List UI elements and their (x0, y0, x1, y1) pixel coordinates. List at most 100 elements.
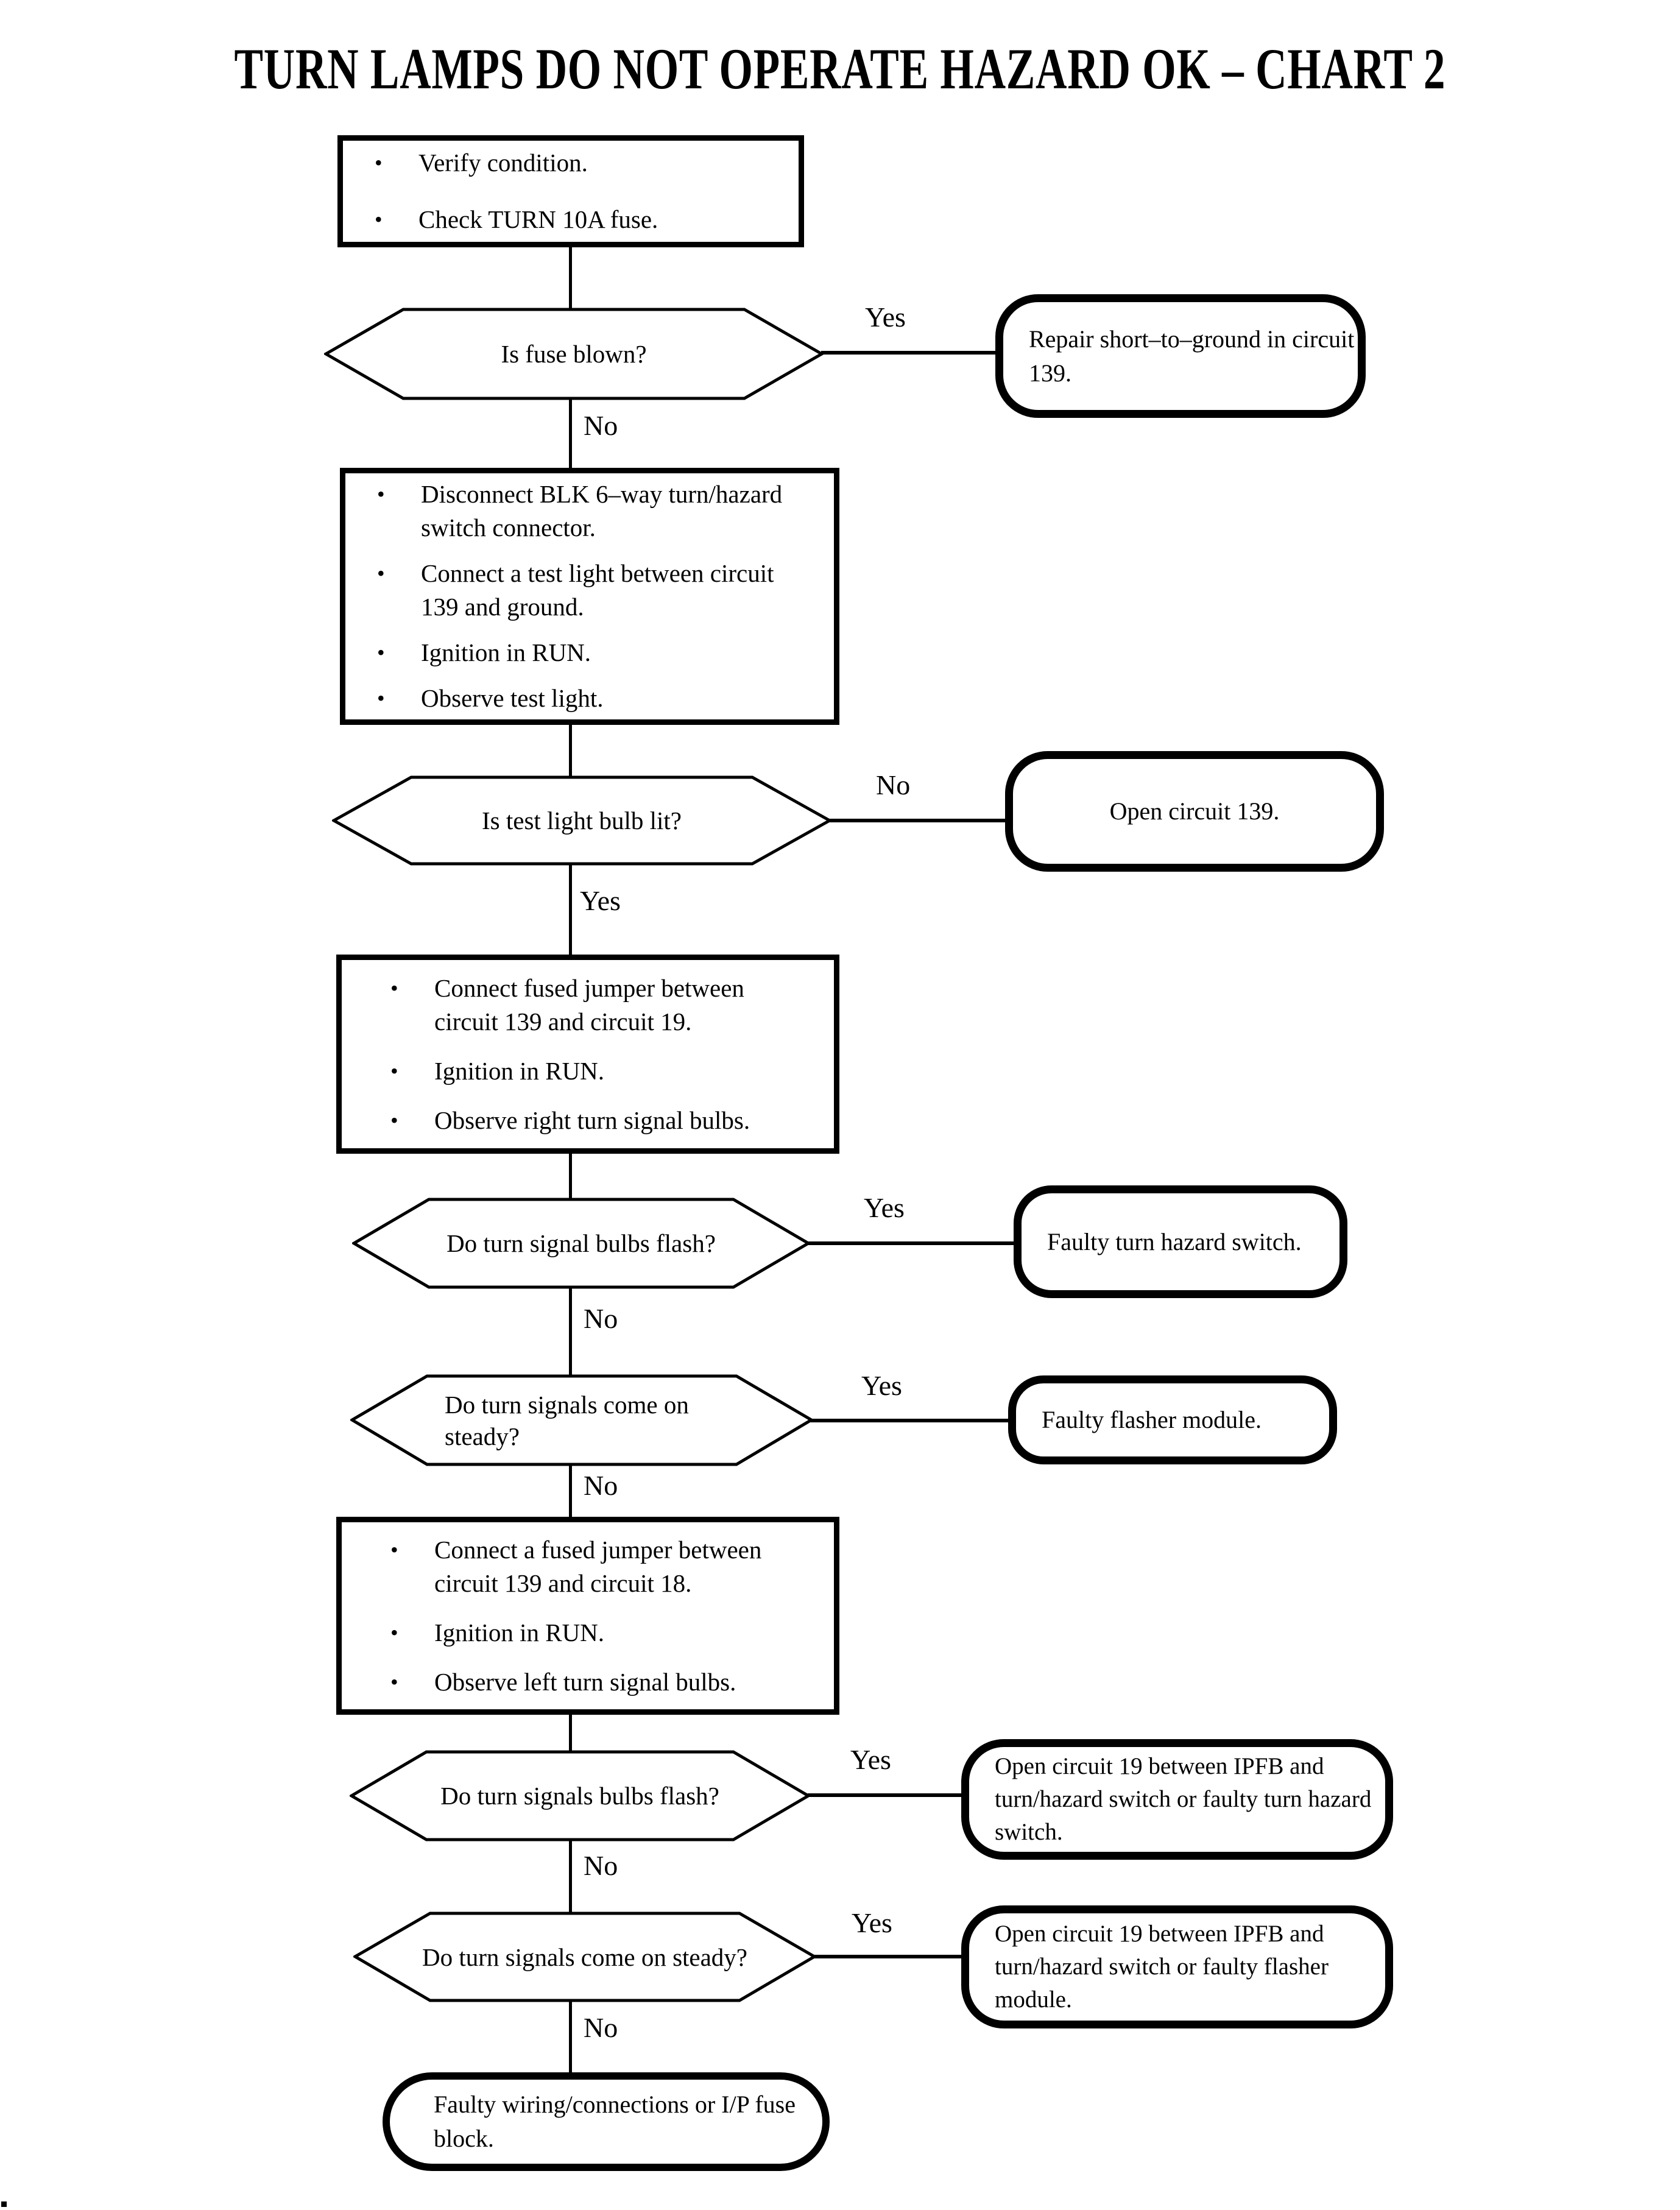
decision-question-text: Do turn signal bulbs flash? (446, 1229, 716, 1257)
connector-vertical (569, 397, 572, 470)
result-text: Faulty turn hazard switch. (1022, 1225, 1302, 1259)
page-title-row: TURN LAMPS DO NOT OPERATE HAZARD OK – CH… (0, 35, 1680, 102)
step-text: Observe left turn signal bulbs. (434, 1667, 736, 1696)
branch-label-yes: Yes (864, 1192, 905, 1223)
result-text-inner: Open circuit 19 between IPFB and turn/ha… (995, 1753, 1372, 1845)
connector-horizontal (814, 1955, 964, 1958)
decision-turn-signals-bulbs-flash: Do turn signals bulbs flash? (350, 1750, 810, 1841)
step-text: Connect a test light between circuit 139… (421, 559, 774, 621)
branch-label-yes: Yes (865, 302, 906, 333)
down-label-no: No (584, 1850, 618, 1881)
step-text: Ignition in RUN. (434, 1618, 605, 1647)
decision-question: Do turn signals come on steady? (350, 1374, 813, 1466)
decision-question-text: Is test light bulb lit? (482, 807, 682, 835)
result-faulty-flasher-module: Faulty flasher module. (1008, 1375, 1337, 1464)
scan-artifact-dot (1, 2201, 7, 2207)
down-label-no: No (584, 410, 618, 441)
connector-vertical (569, 1839, 572, 1913)
result-open-circuit-139: Open circuit 139. (1005, 751, 1384, 872)
result-text-inner: Open circuit 139. (1109, 797, 1280, 825)
decision-is-fuse-blown: Is fuse blown? (324, 308, 824, 400)
decision-question: Do turn signal bulbs flash? (352, 1198, 810, 1289)
decision-question-text: Is fuse blown? (501, 340, 647, 368)
page-title: TURN LAMPS DO NOT OPERATE HAZARD OK – CH… (234, 37, 1446, 101)
step-box-verify-condition: • Verify condition. • Check TURN 10A fus… (337, 135, 804, 247)
step-text: Disconnect BLK 6–way turn/hazard switch … (421, 480, 783, 542)
decision-test-light-lit: Is test light bulb lit? (332, 775, 831, 866)
branch-label-yes: Yes (852, 1907, 892, 1938)
result-text-inner: Open circuit 19 between IPFB and turn/ha… (995, 1921, 1329, 2013)
connector-horizontal (808, 1793, 964, 1797)
decision-turn-signals-steady-2: Do turn signals come on steady? (353, 1912, 816, 2002)
branch-label-no: No (876, 769, 911, 800)
result-text: Open circuit 139. (1110, 794, 1280, 828)
decision-question-text: Do turn signals come on steady? (422, 1943, 748, 1971)
step-text: Verify condition. (418, 149, 588, 177)
step-box-jumper-circuit-18: • Connect a fused jumper between circuit… (336, 1517, 839, 1715)
list-item: • Connect fused jumper between circuit 1… (342, 972, 822, 1039)
terminal-text-inner: Faulty wiring/connections or I/P fuse bl… (434, 2091, 796, 2152)
list-item: • Observe test light. (345, 682, 822, 715)
bullet-icon: • (377, 686, 385, 710)
bullet-icon: • (390, 1537, 398, 1562)
step-text: Observe right turn signal bulbs. (434, 1106, 750, 1134)
decision-question-text: Do turn signals bulbs flash? (440, 1782, 719, 1810)
connector-vertical (569, 2000, 572, 2074)
list-item: • Verify condition. (343, 146, 786, 180)
decision-turn-signals-steady-1: Do turn signals come on steady? (350, 1374, 813, 1466)
decision-question: Is fuse blown? (324, 308, 824, 400)
step-text: Observe test light. (421, 684, 604, 712)
step-text: Connect a fused jumper between circuit 1… (434, 1535, 762, 1597)
bullet-icon: • (390, 975, 398, 1000)
result-text: Repair short–to–ground in circuit 139. (1003, 322, 1358, 390)
down-label-yes: Yes (580, 885, 621, 916)
bullet-icon: • (377, 561, 385, 585)
terminal-faulty-wiring: Faulty wiring/connections or I/P fuse bl… (383, 2072, 830, 2171)
result-text: Open circuit 19 between IPFB and turn/ha… (969, 1918, 1385, 2016)
terminal-text: Faulty wiring/connections or I/P fuse bl… (390, 2088, 822, 2156)
connector-vertical (569, 1287, 572, 1377)
result-open-circuit-19-or-flasher: Open circuit 19 between IPFB and turn/ha… (961, 1905, 1393, 2028)
list-item: • Ignition in RUN. (342, 1616, 822, 1650)
step-text: Ignition in RUN. (421, 638, 591, 666)
down-label-no: No (584, 2012, 618, 2043)
result-text: Open circuit 19 between IPFB and turn/ha… (969, 1750, 1385, 1849)
step-text: Connect fused jumper between circuit 139… (434, 973, 744, 1036)
list-item: • Observe right turn signal bulbs. (342, 1104, 822, 1137)
branch-label-yes: Yes (861, 1370, 902, 1401)
connector-vertical (569, 1151, 572, 1200)
step-box-jumper-circuit-19: • Connect fused jumper between circuit 1… (336, 955, 839, 1154)
bullet-icon: • (377, 482, 385, 506)
list-item: • Observe left turn signal bulbs. (342, 1665, 822, 1699)
result-text-inner: Repair short–to–ground in circuit 139. (1029, 325, 1355, 387)
bullet-icon: • (377, 640, 385, 665)
step-text: Ignition in RUN. (434, 1056, 605, 1085)
bullet-icon: • (390, 1058, 398, 1083)
connector-horizontal (829, 819, 1008, 822)
connector-horizontal (811, 1419, 1011, 1422)
decision-question: Is test light bulb lit? (332, 775, 831, 866)
result-text: Faulty flasher module. (1016, 1403, 1262, 1437)
result-open-circuit-19-or-switch: Open circuit 19 between IPFB and turn/ha… (961, 1739, 1393, 1860)
list-item: • Disconnect BLK 6–way turn/hazard switc… (345, 478, 822, 545)
result-faulty-turn-hazard-switch: Faulty turn hazard switch. (1014, 1185, 1347, 1298)
step-box-test-light: • Disconnect BLK 6–way turn/hazard switc… (340, 468, 839, 725)
down-label-no: No (584, 1470, 618, 1501)
connector-horizontal (808, 1241, 1016, 1245)
down-label-no: No (584, 1303, 618, 1334)
connector-horizontal (821, 351, 998, 355)
connector-vertical (569, 246, 572, 309)
result-text-inner: Faulty turn hazard switch. (1047, 1227, 1302, 1255)
connector-vertical (569, 1464, 572, 1519)
bullet-icon: • (390, 1620, 398, 1645)
result-text-inner: Faulty flasher module. (1042, 1406, 1262, 1433)
list-item: • Connect a test light between circuit 1… (345, 557, 822, 624)
bullet-icon: • (390, 1669, 398, 1694)
result-repair-short-to-ground: Repair short–to–ground in circuit 139. (995, 294, 1366, 418)
connector-vertical (569, 722, 572, 777)
branch-label-yes: Yes (850, 1744, 891, 1775)
list-item: • Check TURN 10A fuse. (343, 203, 786, 236)
connector-vertical (569, 863, 572, 956)
list-item: • Ignition in RUN. (342, 1054, 822, 1088)
